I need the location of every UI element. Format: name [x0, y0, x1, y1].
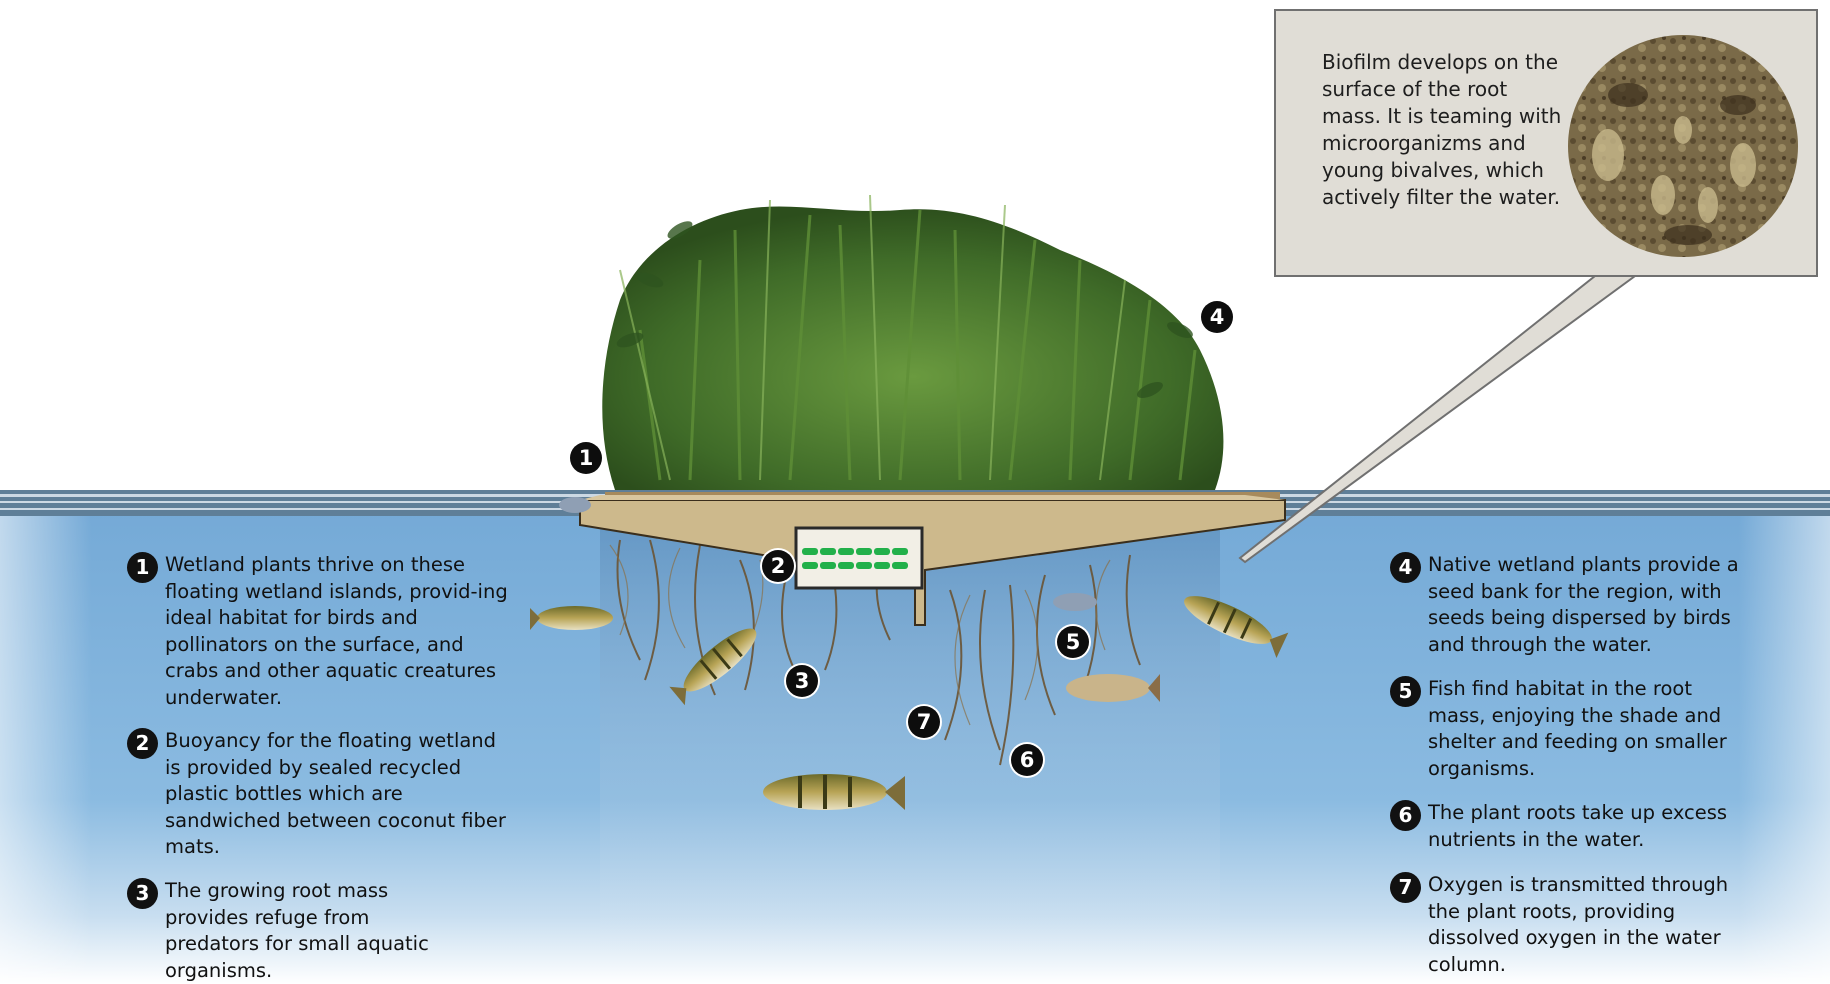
note-4-number: 4	[1390, 552, 1421, 583]
note-3-text: The growing root mass provides refuge fr…	[165, 879, 429, 982]
badge-3: 3	[786, 665, 818, 697]
badge-1: 1	[570, 442, 602, 474]
note-6-text: The plant roots take up excess nutrients…	[1428, 801, 1727, 851]
badge-2: 2	[762, 550, 794, 582]
note-3: 3 The growing root mass provides refuge …	[165, 878, 455, 984]
note-6-number: 6	[1390, 800, 1421, 831]
note-2-text: Buoyancy for the floating wetland is pro…	[165, 729, 506, 858]
note-7: 7 Oxygen is transmitted through the plan…	[1428, 872, 1738, 978]
note-1-text: Wetland plants thrive on these floating …	[165, 553, 508, 709]
note-5: 5 Fish find habitat in the root mass, en…	[1428, 676, 1738, 782]
note-2: 2 Buoyancy for the floating wetland is p…	[165, 728, 515, 861]
note-4: 4 Native wetland plants provide a seed b…	[1428, 552, 1748, 658]
note-4-text: Native wetland plants provide a seed ban…	[1428, 553, 1739, 656]
badge-4: 4	[1201, 301, 1233, 333]
note-6: 6 The plant roots take up excess nutrien…	[1428, 800, 1738, 853]
biofilm-callout: Biofilm develops on the surface of the r…	[1274, 9, 1818, 277]
badge-7: 7	[908, 706, 940, 738]
note-3-number: 3	[127, 878, 158, 909]
note-5-number: 5	[1390, 676, 1421, 707]
biofilm-photo-image	[1568, 35, 1798, 257]
note-7-number: 7	[1390, 872, 1421, 903]
badge-6: 6	[1011, 744, 1043, 776]
note-1: 1 Wetland plants thrive on these floatin…	[165, 552, 515, 711]
note-5-text: Fish find habitat in the root mass, enjo…	[1428, 677, 1727, 780]
note-1-number: 1	[127, 552, 158, 583]
note-7-text: Oxygen is transmitted through the plant …	[1428, 873, 1728, 976]
badge-5: 5	[1057, 626, 1089, 658]
biofilm-callout-text: Biofilm develops on the surface of the r…	[1322, 49, 1572, 211]
note-2-number: 2	[127, 728, 158, 759]
biofilm-photo	[1568, 35, 1798, 257]
